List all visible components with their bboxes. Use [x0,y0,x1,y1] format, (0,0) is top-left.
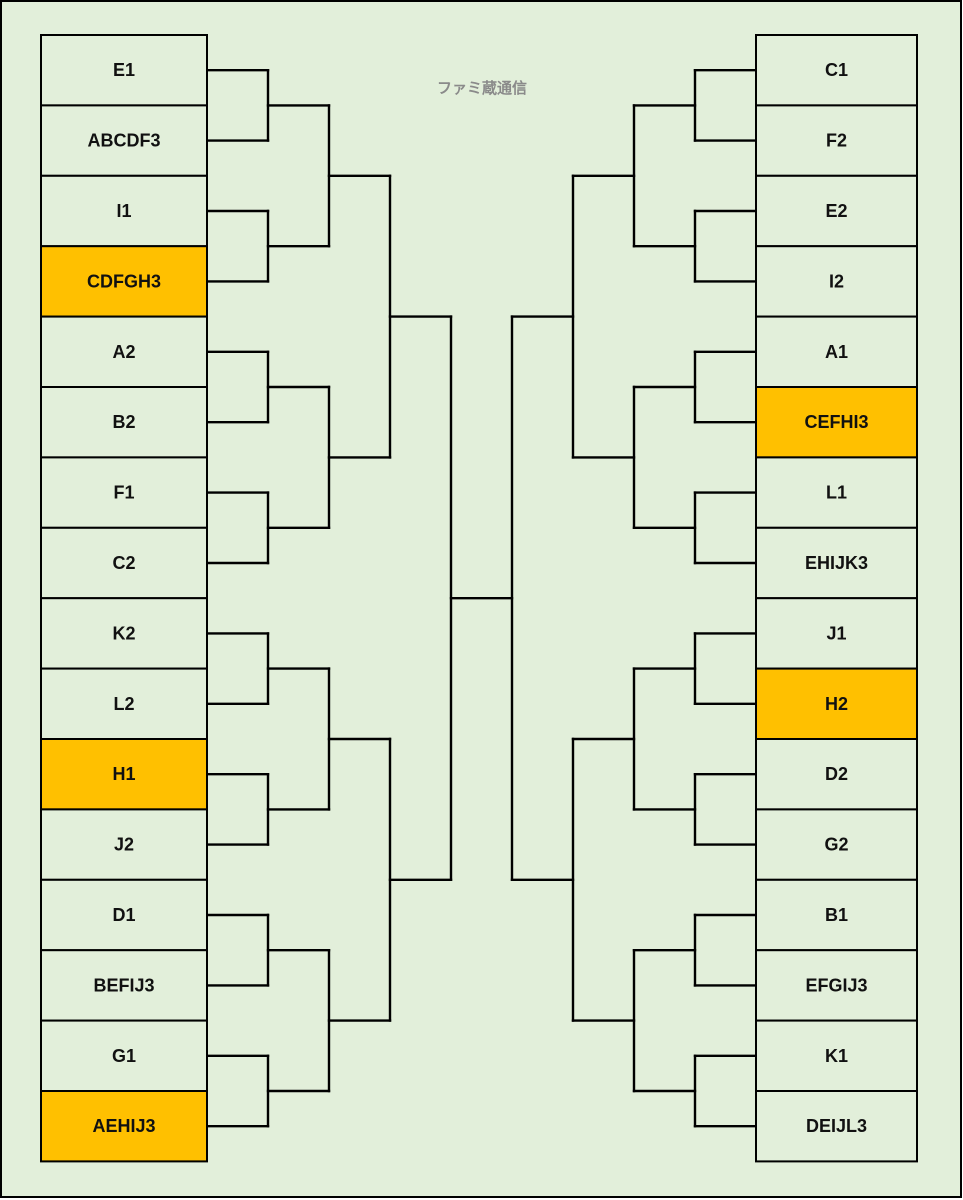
right-seed-box [755,949,918,1022]
right-seed-box [755,245,918,318]
left-seed-label: D1 [112,905,135,925]
left-seed-label: H1 [112,764,135,784]
right-seed-box [755,1019,918,1092]
right-seed-label: C1 [825,60,848,80]
right-seed-label: CEFHI3 [804,412,868,432]
left-seed-box [40,597,208,670]
right-seed-label: D2 [825,764,848,784]
left-seed-label: ABCDF3 [87,131,160,151]
left-seed-label: L2 [113,694,134,714]
left-seed-label: A2 [112,342,135,362]
right-seed-box [755,526,918,600]
right-seed-box [755,597,918,670]
right-seed-12: G2 [755,808,918,881]
right-seed-6: CEFHI3 [755,386,918,459]
right-seed-box [755,315,918,389]
right-seed-label: J1 [826,623,846,643]
left-seed-7: F1 [40,456,208,529]
left-seed-11: H1 [40,738,208,811]
right-seed-4: I2 [755,245,918,318]
left-seed-label: BEFIJ3 [93,975,154,995]
left-seed-16: AEHIJ3 [40,1090,208,1163]
right-seed-label: A1 [825,342,848,362]
right-seed-box [755,878,918,952]
left-seed-box [40,949,208,1022]
left-seed-label: AEHIJ3 [92,1116,155,1136]
right-seed-label: E2 [825,201,847,221]
left-seed-box [40,526,208,600]
left-seed-label: K2 [112,623,135,643]
right-seed-1: C1 [755,34,918,107]
right-seed-label: G2 [824,835,848,855]
right-seed-16: DEIJL3 [755,1090,918,1163]
right-seed-13: B1 [755,878,918,952]
right-seed-14: EFGIJ3 [755,949,918,1022]
right-seed-10: H2 [755,667,918,740]
right-seed-label: K1 [825,1046,848,1066]
left-seed-label: C2 [112,553,135,573]
right-bracket-seeds: C1F2E2I2A1CEFHI3L1EHIJK3J1H2D2G2B1EFGIJ3… [755,34,918,1163]
right-seed-15: K1 [755,1019,918,1092]
right-seed-box [755,1090,918,1163]
bracket-lines [206,68,757,1128]
right-seed-box [755,667,918,740]
left-bracket-seeds: E1ABCDF3I1CDFGH3A2B2F1C2K2L2H1J2D1BEFIJ3… [40,34,208,1163]
left-seed-10: L2 [40,667,208,740]
left-seed-6: B2 [40,386,208,459]
left-seed-label: CDFGH3 [87,271,161,291]
right-seed-box [755,386,918,459]
right-seed-box [755,738,918,811]
left-seed-box [40,738,208,811]
right-seed-box [755,104,918,177]
left-seed-9: K2 [40,597,208,670]
left-seed-1: E1 [40,34,208,107]
right-seed-9: J1 [755,597,918,670]
right-seed-label: I2 [829,271,844,291]
right-seed-label: H2 [825,694,848,714]
right-seed-8: EHIJK3 [755,526,918,600]
left-seed-box [40,1019,208,1092]
left-seed-label: E1 [113,60,135,80]
right-seed-7: L1 [755,456,918,529]
left-seed-14: BEFIJ3 [40,949,208,1022]
right-seed-11: D2 [755,738,918,811]
watermark-text: ファミ蔵通信 [437,79,527,97]
left-seed-box [40,1090,208,1163]
left-seed-12: J2 [40,808,208,881]
left-seed-5: A2 [40,315,208,389]
left-seed-2: ABCDF3 [40,104,208,177]
left-seed-label: F1 [113,483,134,503]
right-seed-label: L1 [826,483,847,503]
left-seed-4: CDFGH3 [40,245,208,318]
left-seed-15: G1 [40,1019,208,1092]
left-seed-3: I1 [40,174,208,248]
left-seed-label: B2 [112,412,135,432]
right-seed-label: F2 [826,131,847,151]
right-seed-label: EFGIJ3 [805,975,867,995]
right-seed-label: DEIJL3 [806,1116,867,1136]
left-seed-box [40,456,208,529]
right-seed-label: B1 [825,905,848,925]
left-seed-label: J2 [114,835,134,855]
left-seed-label: G1 [112,1046,136,1066]
left-seed-box [40,104,208,177]
left-seed-label: I1 [116,201,131,221]
left-seed-8: C2 [40,526,208,600]
right-seed-box [755,456,918,529]
left-seed-box [40,245,208,318]
left-seed-13: D1 [40,878,208,952]
left-seed-box [40,34,208,107]
right-seed-5: A1 [755,315,918,389]
left-seed-box [40,386,208,459]
right-seed-box [755,34,918,107]
right-seed-box [755,808,918,881]
right-seed-2: F2 [755,104,918,177]
right-seed-label: EHIJK3 [805,553,868,573]
right-seed-3: E2 [755,174,918,248]
left-seed-box [40,315,208,389]
